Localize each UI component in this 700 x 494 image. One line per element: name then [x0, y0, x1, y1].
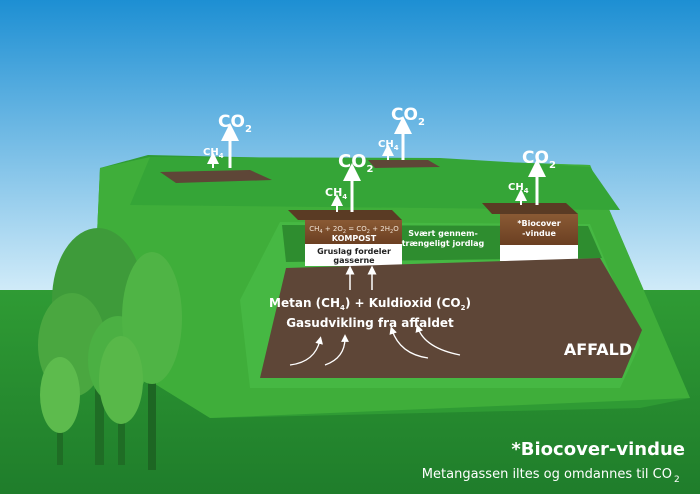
- footnote-text: Metangassen iltes og omdannes til CO: [422, 467, 672, 482]
- co2-label: CO2: [522, 148, 556, 171]
- biocover-label-line1: *Biocover: [517, 219, 560, 228]
- biocover-window-right: [482, 203, 578, 261]
- waste-label: AFFALD: [564, 340, 632, 359]
- trees: [38, 228, 182, 470]
- gravel-layer: [305, 244, 402, 266]
- gas-emission-compost: CO2 CH4: [325, 151, 374, 212]
- ch4-label: CH4: [325, 186, 347, 201]
- biocover-window-top-left: [160, 170, 272, 183]
- ch4-label: CH4: [378, 139, 399, 152]
- gas-emission-biocover: CO2 CH4: [508, 148, 556, 205]
- waste-gas-line1: Metan (CH4) + Kuldioxid (CO2): [269, 296, 471, 312]
- biocover-window-top-right: [368, 160, 440, 168]
- waste-gas-line2: Gasudvikling fra affaldet: [286, 316, 454, 330]
- footnote-text-sub: 2: [674, 475, 680, 485]
- co2-label: CO2: [391, 105, 425, 128]
- mound-top: [130, 157, 620, 210]
- gravel-label-line2: gasserne: [333, 256, 375, 265]
- footnote-title: *Biocover-vindue: [511, 439, 685, 460]
- gas-emission-top-left: CO2 CH4: [203, 112, 252, 168]
- co2-label: CO2: [218, 112, 252, 135]
- biocover-label-line2: -vindue: [522, 229, 556, 238]
- ch4-label: CH4: [508, 182, 529, 195]
- gravel-label-line1: Gruslag fordeler: [317, 247, 391, 256]
- gas-rise-arrows: [289, 265, 461, 366]
- compost-window: [288, 210, 402, 266]
- compost-reaction: CH4 + 2O2 = CO2 + 2H2O: [309, 225, 399, 235]
- co2-label: CO2: [338, 151, 374, 175]
- gas-emission-top-right: CO2 CH4: [378, 105, 425, 160]
- waste-layer: [260, 258, 642, 378]
- soil-label-line2: trængeligt jordlag: [402, 239, 485, 248]
- ch4-label: CH4: [203, 147, 224, 160]
- soil-label-line1: Svært gennem-: [408, 229, 478, 238]
- compost-label: KOMPOST: [332, 234, 377, 243]
